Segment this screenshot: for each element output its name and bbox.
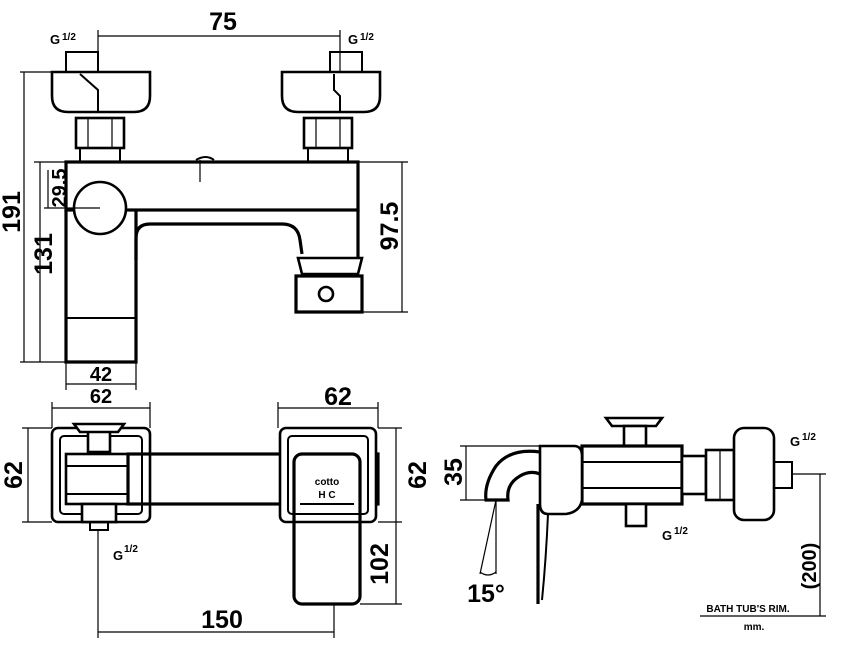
side-view: G 1/2 G 1/2 35 15° (200) BATH TUB'S RIM.…: [440, 416, 826, 633]
thread-frac-side: 1/2: [802, 432, 816, 443]
dim-150: 150: [201, 606, 243, 634]
dim-97-5: 97.5: [376, 202, 404, 251]
thread-frac-front: 1/2: [124, 544, 138, 555]
unit-label: mm.: [744, 622, 765, 633]
dim-62-left-vertical: 62: [0, 461, 28, 489]
dim-191: 191: [0, 191, 26, 233]
brand-logo: cotto: [315, 477, 339, 488]
rim-label: BATH TUB'S RIM.: [706, 604, 790, 615]
dim-62-right-vertical: 62: [404, 461, 432, 489]
hot-cold-marking: H C: [318, 490, 335, 501]
thread-label-right: G: [348, 32, 358, 47]
dim-62-top-left: 62: [90, 386, 112, 408]
dim-131: 131: [30, 233, 58, 275]
thread-frac-right: 1/2: [360, 32, 374, 43]
thread-frac-left: 1/2: [62, 32, 76, 43]
dim-200: (200): [799, 543, 821, 590]
thread-label-left: G: [50, 32, 60, 47]
dim-35: 35: [440, 458, 468, 486]
thread-label-front: G: [113, 548, 123, 563]
front-view: 62 62 62 62 G 1/2: [0, 383, 432, 638]
thread-frac-side-bottom: 1/2: [674, 526, 688, 537]
dim-42: 42: [90, 364, 112, 386]
dim-102: 102: [366, 543, 394, 585]
angle-15: 15°: [467, 580, 505, 608]
top-view: 75 G 1/2 G 1/2: [0, 8, 408, 390]
dim-29-5: 29.5: [49, 169, 71, 208]
dim-75: 75: [209, 8, 237, 36]
dim-62-top-right: 62: [324, 383, 352, 411]
thread-label-side-bottom: G: [662, 528, 672, 543]
thread-label-side: G: [790, 434, 800, 449]
